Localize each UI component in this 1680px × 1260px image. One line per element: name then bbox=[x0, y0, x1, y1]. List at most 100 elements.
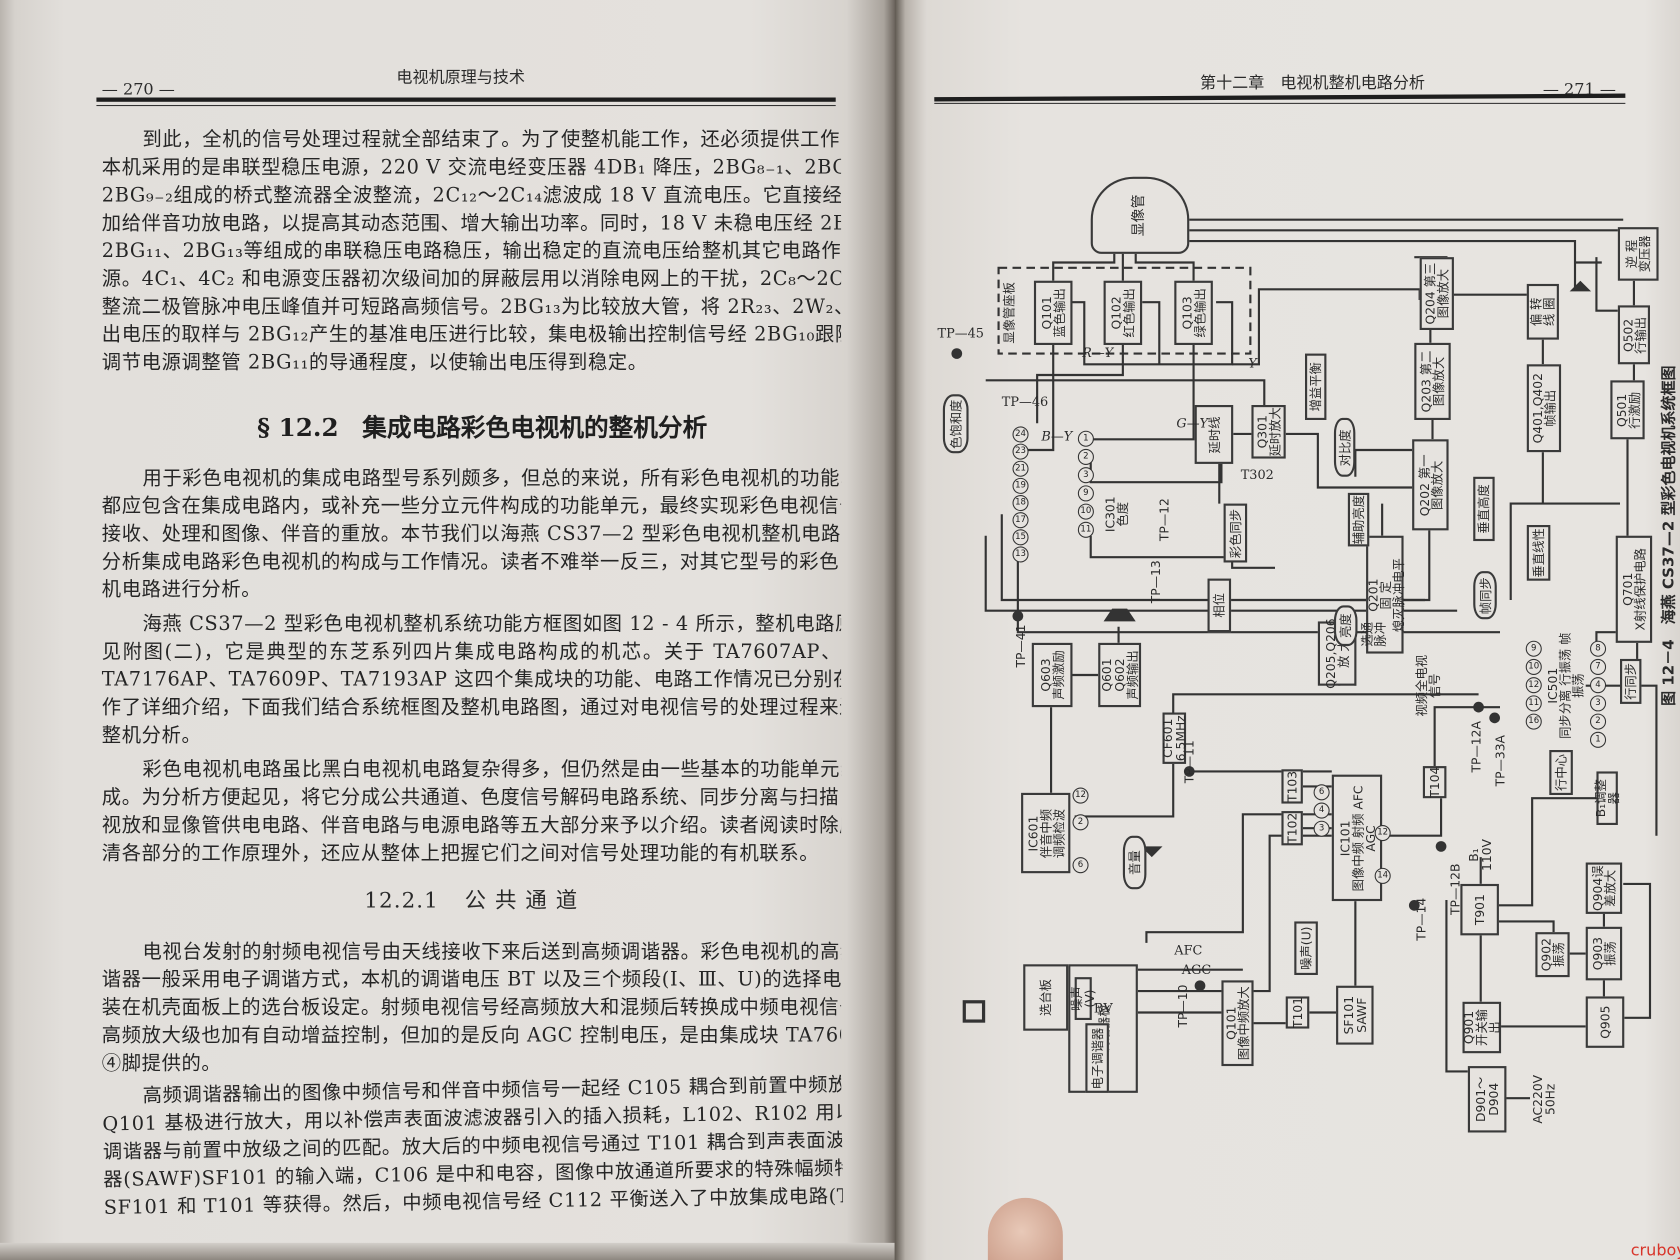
block-label: TP—11 bbox=[1181, 740, 1197, 784]
subsection-title: 公 共 通 道 bbox=[464, 887, 579, 913]
right-page bbox=[894, 0, 1680, 1260]
block-label: Q902 振荡 bbox=[1538, 938, 1567, 972]
block-ic301: IC301 色度 bbox=[1095, 471, 1138, 557]
label-t302: T302 bbox=[1240, 467, 1274, 483]
text-line: ④脚提供的。 bbox=[101, 1052, 222, 1075]
block-label: Q203 第二 图像放大 bbox=[1418, 350, 1447, 413]
block-ac220: AC220V 50Hz bbox=[1528, 1066, 1560, 1132]
ic-pin: 23 bbox=[1012, 443, 1029, 460]
block-t901: T901 bbox=[1460, 883, 1499, 936]
ic-pin: 9 bbox=[1525, 640, 1542, 657]
block-q603: Q603 声频激励 bbox=[1031, 642, 1073, 708]
ic-pin: 18 bbox=[1012, 495, 1029, 512]
block-q904: Q904误 差放大 bbox=[1585, 862, 1623, 914]
ic-pin: 1 bbox=[1077, 430, 1094, 447]
block-label: Q603 声频激励 bbox=[1038, 650, 1067, 700]
block-q502: Q502 行输出 bbox=[1617, 305, 1651, 365]
left-page-number: — 270 — bbox=[101, 79, 175, 99]
ic-pin: 11 bbox=[1077, 521, 1094, 538]
block-label: Q901 开关输出 bbox=[1461, 1009, 1503, 1046]
text-line: 装在机壳面板上的选台板设定。射频电视信号经高频放大和混频后转换成中频电视信号。 bbox=[101, 996, 842, 1019]
block-t102: T102 bbox=[1281, 811, 1303, 846]
block-q901: Q901 开关输出 bbox=[1461, 1001, 1503, 1054]
header-rule-thin bbox=[96, 105, 836, 107]
block-color-sync: 彩色同步 bbox=[1223, 503, 1248, 563]
block-h-center: 行中心 bbox=[1549, 750, 1573, 796]
block-video-signal: 视频全电视信号 bbox=[1414, 654, 1443, 718]
label-r-y: R—Y bbox=[1082, 345, 1114, 361]
ic-pin: 2 bbox=[1590, 713, 1607, 730]
block-label: 垂直高度 bbox=[1476, 484, 1492, 534]
ic-pin: 14 bbox=[1374, 867, 1391, 884]
block-q501: Q501 行激励 bbox=[1610, 380, 1645, 440]
block-label: 视频全电视信号 bbox=[1414, 654, 1443, 717]
block-q701: Q701 X射线保护电路 bbox=[1615, 535, 1653, 643]
block-label: Q202 第一 图像放大 bbox=[1416, 453, 1445, 516]
section-number: § 12.2 bbox=[257, 413, 339, 443]
block-phase: 相位 bbox=[1207, 578, 1232, 633]
label-bv: BV bbox=[1093, 1000, 1113, 1016]
block-label: Q905 bbox=[1597, 1005, 1613, 1039]
block-tp13: TP—13 bbox=[1146, 557, 1163, 605]
block-label: 彩色同步 bbox=[1227, 508, 1243, 558]
ic-pin: 17 bbox=[1012, 512, 1029, 529]
block-q103-green: Q103 绿色输出 bbox=[1174, 280, 1213, 346]
block-sf101: SF101 SAWF bbox=[1336, 985, 1374, 1045]
text-line: 到此，全机的信号处理过程就全部结束了。为了使整机能工作，还必须提供工作电源。 bbox=[142, 128, 842, 152]
text-line: 视放和显像管供电电路、伴音电路与电源电路等五大部分来予以介绍。读者阅读时除应搞 bbox=[101, 814, 842, 837]
block-label: Q501 行激励 bbox=[1613, 391, 1642, 429]
text-line: 接收、处理和图像、伴音的重放。本节我们以海燕 CS37—2 型彩色电视机整机电路… bbox=[101, 522, 842, 546]
block-label: AC220V 50Hz bbox=[1530, 1074, 1558, 1124]
block-v-linearity: 垂直线性 bbox=[1526, 525, 1551, 581]
block-q203: Q203 第二 图像放大 bbox=[1414, 342, 1451, 421]
block-label: 增益平衡 bbox=[1308, 362, 1324, 412]
subsection-number: 12.2.1 bbox=[364, 887, 439, 913]
text-line: 分析集成电路彩色电视机的构成与工作情况。读者不难举一反三，对其它型号的彩色电视 bbox=[101, 550, 842, 574]
block-label: B₁调整器 bbox=[1593, 779, 1622, 818]
block-label: 电子调谐器 bbox=[1089, 1027, 1105, 1089]
ic-pin: 12 bbox=[1374, 825, 1391, 842]
block-cf601: CF601 6.5MHz bbox=[1160, 712, 1188, 764]
block-h-sync: 行同步 bbox=[1620, 658, 1642, 704]
block-label: 对比度 bbox=[1337, 428, 1353, 466]
text-line: 加给伴音功放电路，以提高其动态范围、增大输出功率。同时，18 V 未稳电压经 2… bbox=[101, 212, 842, 235]
block-label: 辅助亮度 bbox=[1351, 495, 1367, 545]
label-y: Y bbox=[1248, 355, 1257, 371]
text-line: 海燕 CS37—2 型彩色电视机整机系统功能方框图如图 12 - 4 所示，整机… bbox=[142, 612, 842, 636]
block-tp41: TP—41 bbox=[1011, 621, 1028, 669]
label-tp45: TP—45 bbox=[937, 325, 984, 341]
block-t101: T101 bbox=[1285, 996, 1310, 1029]
text-line: 源。4C₁、4C₂ 和电源变压器初次级间加的屏蔽层用以消除电网上的干扰，2C₈～… bbox=[101, 267, 842, 291]
ic-pin: 1 bbox=[1590, 731, 1607, 748]
ic-pin: 24 bbox=[1012, 426, 1029, 443]
block-label: 选台板 bbox=[1038, 979, 1054, 1016]
block-label: TP—13 bbox=[1147, 559, 1163, 603]
block-label: Q904误 差放大 bbox=[1590, 865, 1618, 912]
block-label: IC301 色度 bbox=[1102, 496, 1131, 533]
block-q301: Q301 延时放大 bbox=[1251, 405, 1286, 459]
paragraph: 到此，全机的信号处理过程就全部结束了。为了使整机能工作，还必须提供工作电源。本机… bbox=[102, 126, 841, 377]
ic-pin: 15 bbox=[1012, 529, 1029, 546]
block-d901: D901～ D904 bbox=[1467, 1066, 1507, 1133]
block-label: Q701 X射线保护电路 bbox=[1620, 548, 1648, 631]
page-bottom-edge bbox=[0, 1242, 895, 1260]
text-line: 清各部分的工作原理外，还应从整体上把握它们之间对信号处理功能的有机联系。 bbox=[101, 842, 820, 865]
block-yoke: 偏 转 线 圈 bbox=[1526, 283, 1559, 340]
block-q102-red: Q102 红色输出 bbox=[1103, 280, 1143, 346]
text-line: 机电路进行分析。 bbox=[101, 578, 262, 602]
block-q902: Q902 振荡 bbox=[1535, 932, 1570, 978]
watermark: cruboy bbox=[1630, 1240, 1680, 1260]
block-label: IC101 图像中频 射频 AFC AGC bbox=[1336, 784, 1378, 891]
header-rule bbox=[96, 97, 836, 102]
text-line: 谐器一般采用电子调谐方式，本机的调谐电压 BT 以及三个频段(Ⅰ、Ⅲ、U)的选择… bbox=[101, 968, 842, 992]
block-tp12a: TP—12A bbox=[1468, 720, 1485, 774]
block-label: B₁ 110V bbox=[1465, 838, 1494, 871]
block-flyback: 逆 程 变压器 bbox=[1617, 227, 1659, 281]
block-tp14: TP—14 bbox=[1412, 895, 1429, 943]
ic-pin: 3 bbox=[1313, 820, 1330, 837]
block-q204: Q204 第三 图像放大 bbox=[1419, 257, 1454, 331]
block-noise-u: 噪声(U) bbox=[1294, 921, 1318, 976]
block-noise-v: 噪声(V) bbox=[1069, 977, 1097, 1021]
block-label: 噪声(U) bbox=[1298, 926, 1314, 970]
ic-pin: 3 bbox=[1590, 695, 1607, 712]
